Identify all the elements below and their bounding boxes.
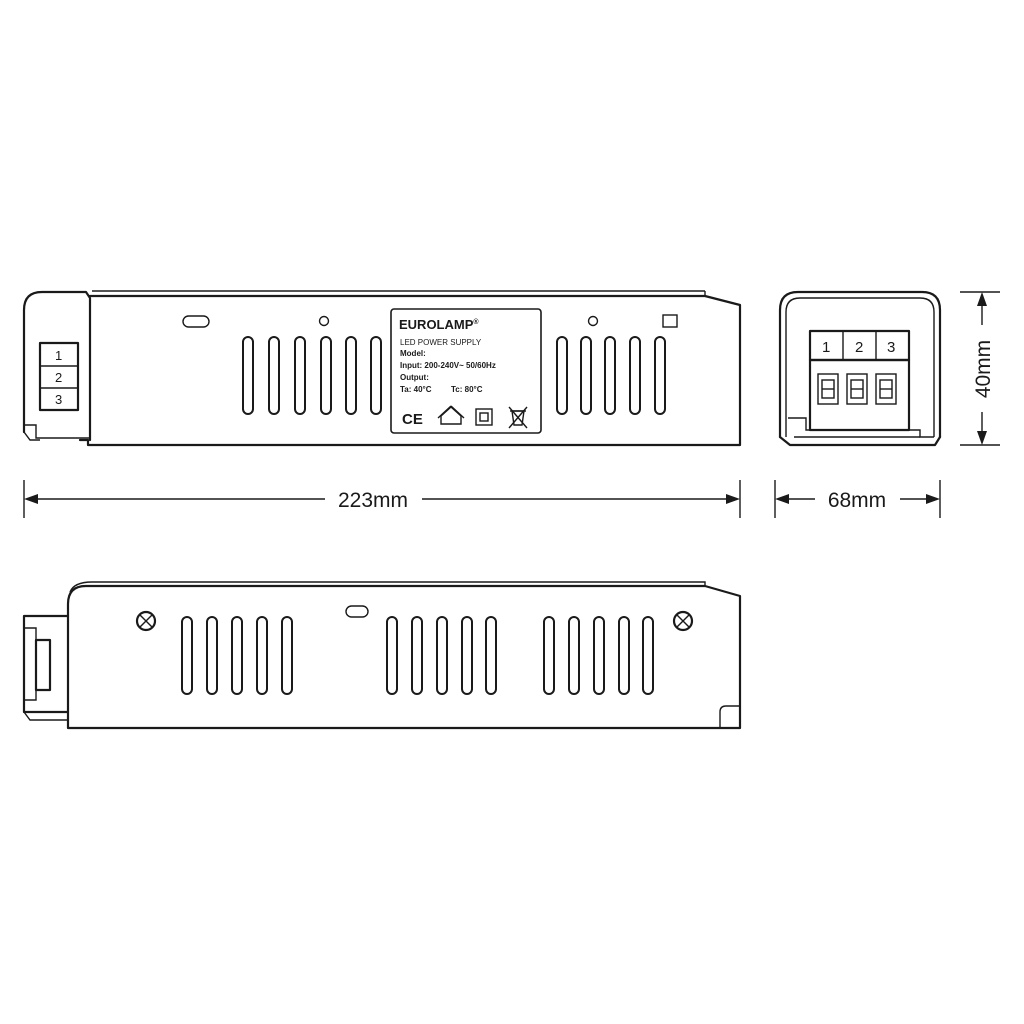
dimension-length: 223mm — [23, 480, 741, 518]
label-registered-mark: ® — [473, 318, 479, 326]
end-view: 1 2 3 — [778, 290, 942, 447]
top-left-screw-icon — [135, 610, 157, 632]
front-vent-slots-left — [242, 336, 382, 415]
weee-crossed-bin-icon — [508, 406, 528, 429]
width-dimension-label: 68mm — [828, 489, 886, 512]
end-terminal-1-label: 1 — [822, 339, 830, 356]
label-output: Output: — [400, 373, 429, 382]
front-round-hole-right — [587, 315, 599, 327]
front-round-hole-left — [318, 315, 330, 327]
end-terminal-numbers: 1 2 3 — [808, 329, 911, 362]
front-terminal-3-label: 3 — [55, 392, 62, 407]
label-tc: Tc: 80°C — [451, 385, 483, 394]
front-oval-hole — [182, 315, 210, 328]
end-terminal-block — [808, 358, 911, 432]
end-terminal-3-label: 3 — [887, 339, 895, 356]
label-brand: EUROLAMP — [399, 317, 474, 332]
top-vent-slots-left — [181, 616, 293, 695]
product-label: EUROLAMP® LED POWER SUPPLY Model: Input:… — [390, 308, 542, 434]
label-ta: Ta: 40°C — [400, 385, 432, 394]
length-dimension-label: 223mm — [338, 489, 408, 512]
top-oval-hole — [345, 605, 369, 618]
label-product: LED POWER SUPPLY — [400, 338, 482, 347]
top-right-screw-icon — [672, 610, 694, 632]
dimension-height: 40mm — [960, 291, 1000, 446]
top-view — [22, 581, 742, 730]
ce-mark-icon: CE — [402, 411, 423, 428]
front-terminal-block: 1 2 3 — [38, 341, 80, 412]
end-terminal-2-label: 2 — [855, 339, 863, 356]
label-model: Model: — [400, 349, 426, 358]
top-vent-slots-right — [543, 616, 654, 695]
label-input: Input: 200-240V~ 50/60Hz — [400, 361, 496, 370]
class-ii-double-square-icon — [475, 408, 493, 426]
front-terminal-2-label: 2 — [55, 370, 62, 385]
front-view: 1 2 3 EUROLAMP® LED — [22, 290, 742, 447]
dimension-width: 68mm — [774, 480, 941, 518]
top-vent-slots-middle — [386, 616, 497, 695]
front-square-hole — [662, 314, 678, 328]
height-dimension-label: 40mm — [972, 340, 995, 398]
front-vent-slots-right — [556, 336, 666, 415]
indoor-use-house-icon — [437, 405, 465, 425]
front-terminal-1-label: 1 — [55, 348, 62, 363]
svg-text:EUROLAMP®: EUROLAMP® — [399, 317, 479, 332]
